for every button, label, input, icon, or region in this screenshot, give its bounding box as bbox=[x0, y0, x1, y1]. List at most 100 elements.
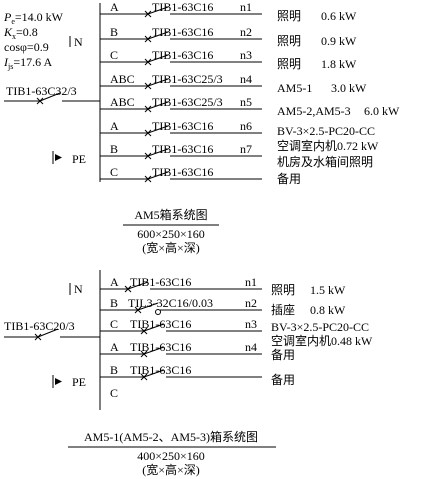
caption-title: AM5箱系统图 bbox=[134, 207, 207, 222]
main-breaker-label: TIB1-63C20/3 bbox=[4, 319, 75, 333]
am5-caption: AM5箱系统图 600×250×160 (宽×高×深) bbox=[123, 207, 219, 255]
load-name: 照明 bbox=[271, 283, 295, 297]
load-name: AM5-2,AM5-3 bbox=[277, 104, 351, 118]
circuit-number: n3 bbox=[240, 48, 252, 62]
branch-circuit-6: A TIB1-63C16 n6 BV-3×2.5-PC20-CC bbox=[100, 119, 375, 138]
am5-1-system-diagram: N TIB1-63C20/3 PE A TIB1-63C16 n1 bbox=[4, 270, 373, 477]
caption-dimension-note: (宽×高×深) bbox=[142, 462, 200, 477]
load-name: 照明 bbox=[277, 57, 301, 71]
ijs-value: =17.6 A bbox=[13, 55, 52, 69]
breaker-label: TIB1-63C16 bbox=[152, 48, 213, 62]
pe-value: =14.0 kW bbox=[15, 10, 64, 24]
ijs-subscript: js bbox=[7, 62, 13, 71]
circuit-number: n1 bbox=[240, 0, 252, 14]
caption-dimension-note: (宽×高×深) bbox=[142, 240, 200, 255]
breaker-label: TIB1-63C16 bbox=[130, 275, 191, 289]
branch-circuits: A TIB1-63C16 n1 照明 1.5 kW B TIL3-32C16/0… bbox=[100, 275, 373, 400]
branch-circuits: A TIB1-63C16 n1 照明 0.6 kW B TIB1-63C16 n… bbox=[100, 0, 400, 186]
phase-label: C bbox=[110, 48, 118, 62]
pe-mark: PE bbox=[52, 151, 86, 166]
phase-label: A bbox=[110, 275, 119, 289]
branch-circuit-6: C 备用 bbox=[110, 373, 295, 400]
branch-circuit-1: A TIB1-63C16 n1 照明 0.6 kW bbox=[100, 0, 357, 23]
pe-label: PE bbox=[72, 375, 86, 389]
phase-label: B bbox=[110, 363, 118, 377]
phase-label: A bbox=[110, 340, 119, 354]
svg-text:Ijs=17.6 A: Ijs=17.6 A bbox=[3, 55, 52, 71]
branch-circuit-8: C TIB1-63C16 机房及水箱间照明 bbox=[100, 154, 373, 183]
breaker-label: TIB1-63C16 bbox=[152, 142, 213, 156]
ijs-symbol: I bbox=[3, 55, 9, 69]
load-power: 1.5 kW bbox=[310, 283, 346, 297]
breaker-label: TIB1-63C16 bbox=[152, 165, 213, 179]
svg-text:Kx=0.8: Kx=0.8 bbox=[3, 25, 38, 41]
branch-circuit-1: A TIB1-63C16 n1 照明 1.5 kW bbox=[100, 275, 346, 297]
neutral-label: N bbox=[74, 35, 83, 49]
pe-mark: PE bbox=[52, 375, 86, 389]
svg-text:Pe=14.0 kW: Pe=14.0 kW bbox=[3, 10, 64, 26]
spare-label: 备用 bbox=[271, 348, 295, 362]
spare-label: 备用 bbox=[271, 373, 295, 387]
load-name: 插座 bbox=[271, 302, 295, 317]
phase-label: B bbox=[110, 296, 118, 310]
neutral-mark: N bbox=[69, 282, 83, 296]
load-name: 照明 bbox=[277, 34, 301, 48]
phase-label: A bbox=[110, 119, 119, 133]
load-power: 6.0 kW bbox=[364, 104, 400, 118]
cos-phi-value: cosφ=0.9 bbox=[4, 40, 49, 54]
phase-label: C bbox=[110, 386, 118, 400]
cable-spec: BV-3×2.5-PC20-CC bbox=[271, 320, 369, 334]
load-name: 机房及水箱间照明 bbox=[277, 154, 373, 169]
kx-value: =0.8 bbox=[16, 25, 38, 39]
breaker-label: TIB1-63C25/3 bbox=[152, 95, 223, 109]
am5-1-caption: AM5-1(AM5-2、AM5-3)箱系统图 400×250×160 (宽×高×… bbox=[68, 429, 276, 477]
breaker-label: TIB1-63C16 bbox=[130, 340, 191, 354]
breaker-label: TIB1-63C16 bbox=[152, 119, 213, 133]
phase-label: ABC bbox=[110, 72, 135, 86]
phase-label: C bbox=[110, 165, 118, 179]
spare-label: 备用 bbox=[277, 172, 301, 186]
branch-circuit-4: A TIB1-63C16 n4 空调室内机0.48 kW bbox=[100, 333, 373, 358]
circuit-number: n7 bbox=[240, 142, 252, 156]
circuit-number: n6 bbox=[240, 119, 252, 133]
circuit-number: n2 bbox=[245, 296, 257, 310]
phase-label: B bbox=[110, 142, 118, 156]
branch-circuit-3: C TIB1-63C16 n3 照明 1.8 kW bbox=[100, 48, 357, 71]
load-power: 0.6 kW bbox=[321, 9, 357, 23]
circuit-number: n3 bbox=[245, 317, 257, 331]
breaker-label: TIB1-63C16 bbox=[152, 25, 213, 39]
circuit-number: n4 bbox=[245, 340, 257, 354]
main-incoming-breaker: TIB1-63C20/3 bbox=[4, 319, 100, 341]
caption-dimensions: 400×250×160 bbox=[137, 449, 205, 463]
circuit-number: n2 bbox=[240, 25, 252, 39]
load-power: 0.8 kW bbox=[310, 303, 346, 317]
am5-system-diagram: Pe=14.0 kW Kx=0.8 cosφ=0.9 Ijs=17.6 A N … bbox=[3, 0, 400, 255]
load-power: 0.9 kW bbox=[321, 34, 357, 48]
branch-circuit-2: B TIB1-63C16 n2 照明 0.9 kW bbox=[100, 25, 357, 48]
pe-subscript: e bbox=[11, 17, 15, 26]
phase-label: ABC bbox=[110, 95, 135, 109]
branch-circuit-4: ABC TIB1-63C25/3 n4 AM5-1 3.0 kW bbox=[100, 72, 367, 95]
branch-circuit-2: B TIL3-32C16/0.03 n2 插座 0.8 kW bbox=[100, 296, 346, 317]
breaker-label: TIB1-63C16 bbox=[130, 363, 191, 377]
neutral-label: N bbox=[74, 282, 83, 296]
circuit-number: n4 bbox=[240, 72, 252, 86]
pe-label: PE bbox=[72, 152, 86, 166]
load-power: 3.0 kW bbox=[331, 81, 367, 95]
main-breaker-label: TIB1-63C32/3 bbox=[6, 84, 77, 98]
caption-title: AM5-1(AM5-2、AM5-3)箱系统图 bbox=[84, 429, 258, 444]
circuit-number: n5 bbox=[240, 95, 252, 109]
phase-label: C bbox=[110, 317, 118, 331]
load-name: 空调室内机0.48 kW bbox=[271, 333, 373, 348]
branch-circuit-3: C TIB1-63C16 n3 BV-3×2.5-PC20-CC bbox=[100, 317, 369, 335]
pe-symbol: P bbox=[3, 10, 12, 24]
kx-symbol: K bbox=[3, 25, 13, 39]
cable-spec: BV-3×2.5-PC20-CC bbox=[277, 124, 375, 138]
rcd-indicator bbox=[155, 309, 161, 315]
main-incoming-breaker: TIB1-63C32/3 bbox=[4, 84, 100, 105]
kx-subscript: x bbox=[12, 32, 16, 41]
breaker-label: TIB1-63C16 bbox=[152, 0, 213, 14]
caption-dimensions: 600×250×160 bbox=[137, 227, 205, 241]
branch-circuit-7: B TIB1-63C16 n7 空调室内机0.72 kW bbox=[100, 138, 379, 160]
